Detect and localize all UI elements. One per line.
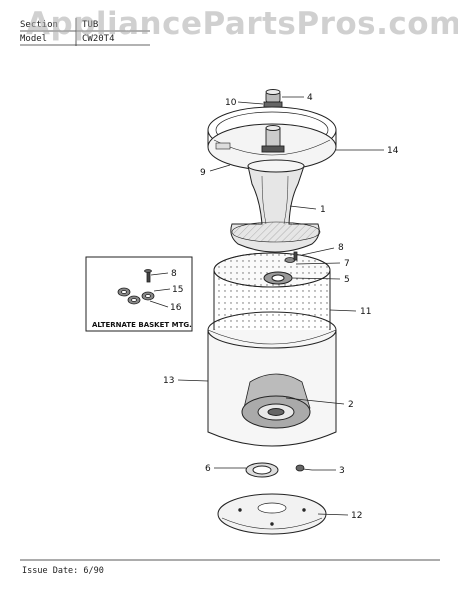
callout-6: 6 — [205, 464, 211, 474]
callout-5: 5 — [344, 275, 350, 285]
issue-date: Issue Date: 6/90 — [22, 566, 104, 576]
callout-7: 7 — [344, 259, 350, 269]
part-agitator-post — [261, 125, 285, 153]
callout-9: 9 — [200, 168, 206, 178]
part-cap — [263, 89, 283, 108]
callout-10: 10 — [225, 98, 237, 108]
callout-14: 14 — [387, 146, 399, 156]
part-basket — [213, 252, 331, 342]
callout-12: 12 — [351, 511, 362, 521]
part-screw — [295, 464, 313, 472]
callout-4: 4 — [307, 93, 313, 103]
part-basket-hardware — [284, 251, 298, 263]
callout-2: 2 — [348, 400, 354, 410]
inset-callout-15: 15 — [172, 285, 183, 295]
inset-callout-8: 8 — [171, 269, 177, 279]
inset-caption: ALTERNATE BASKET MTG. — [92, 321, 192, 329]
callout-8: 8 — [338, 243, 344, 253]
model-value: CW20T4 — [82, 34, 115, 44]
inset-callout-16: 16 — [170, 303, 182, 313]
part-outer-tub — [207, 311, 337, 447]
part-gasket — [245, 462, 279, 478]
callout-1: 1 — [320, 205, 326, 215]
callout-13: 13 — [163, 376, 174, 386]
part-agitator — [230, 159, 321, 253]
callout-11: 11 — [360, 307, 371, 317]
part-drain-cover — [217, 493, 327, 535]
callout-3: 3 — [339, 466, 345, 476]
watermark: AppliancePartsPros.com — [26, 6, 458, 42]
header-lines — [20, 18, 150, 46]
section-value: TUB — [82, 20, 99, 30]
section-label: Section — [20, 20, 58, 30]
inset-alternate-basket — [85, 256, 193, 332]
leader-lines — [177, 96, 384, 516]
model-label: Model — [20, 34, 48, 44]
